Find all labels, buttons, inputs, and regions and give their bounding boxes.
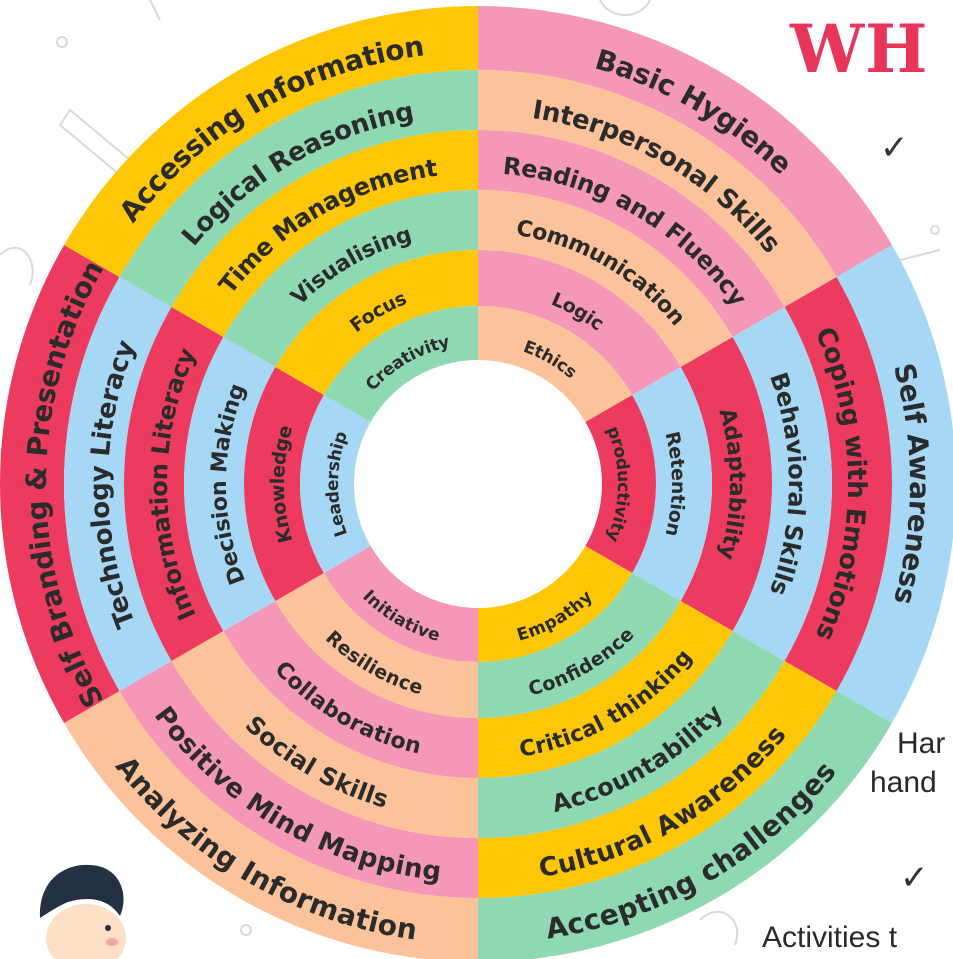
wheel-band-initiative bbox=[323, 546, 478, 662]
boy-face bbox=[46, 904, 126, 959]
wheel-band-accountability bbox=[478, 631, 785, 838]
wheel-band-focus bbox=[275, 250, 478, 395]
wheel-band-productivity bbox=[585, 395, 656, 573]
wheel-band-logic bbox=[478, 250, 681, 395]
right-text-line-2: hand bbox=[870, 766, 937, 799]
wheel-band-critical-thinking bbox=[478, 601, 733, 778]
wheel-band-behavioral-skills bbox=[732, 307, 832, 661]
wheel-band-interpersonal-skills bbox=[478, 70, 837, 307]
heading-partial: WH bbox=[790, 10, 929, 88]
wheel-band-ethics bbox=[478, 306, 633, 422]
wheel-band-logical-reasoning bbox=[119, 70, 478, 307]
boy-eye bbox=[105, 925, 111, 931]
wheel-band-visualising bbox=[223, 189, 478, 367]
wheel-band-knowledge bbox=[244, 367, 324, 601]
wheel-band-collaboration bbox=[223, 601, 478, 778]
wheel-band-basic-hygiene bbox=[478, 6, 892, 277]
wheel-band-information-literacy bbox=[123, 307, 224, 661]
wheel-band-decision-making bbox=[184, 337, 276, 631]
wheel-band-time-management bbox=[171, 129, 478, 337]
wheel-band-adaptability bbox=[680, 337, 772, 631]
wheel-band-empathy bbox=[478, 546, 633, 662]
wheel-band-technology-literacy bbox=[64, 277, 172, 691]
boy-cheek bbox=[106, 938, 118, 946]
wheel-band-coping-with-emotions bbox=[784, 277, 892, 691]
wheel-band-accessing-information bbox=[64, 6, 478, 277]
right-text-line-3: Activities t bbox=[762, 921, 898, 954]
wheel-band-reading-and-fluency bbox=[478, 130, 785, 337]
wheel-band-retention bbox=[632, 367, 712, 601]
wheel-band-accepting-challenges bbox=[478, 691, 892, 959]
wheel-band-analyzing-information bbox=[64, 691, 478, 959]
boy-illustration bbox=[39, 864, 126, 959]
wheel-band-cultural-awareness bbox=[478, 661, 837, 898]
wheel-band-confidence bbox=[478, 573, 681, 718]
boy-hair bbox=[39, 864, 124, 918]
wheel-band-communication bbox=[478, 190, 733, 367]
wheel-band-self-awareness bbox=[836, 245, 953, 723]
wheel-band-resilience bbox=[275, 573, 478, 718]
check-icon-top: ✓ bbox=[880, 128, 909, 168]
wheel-band-creativity bbox=[323, 306, 478, 422]
wheel-band-positive-mind-mapping bbox=[119, 661, 478, 898]
wheel-band-self-branding-presentation bbox=[0, 245, 120, 723]
check-icon-bottom: ✓ bbox=[900, 858, 929, 898]
wheel-band-social-skills bbox=[171, 631, 478, 838]
right-text-line-1: Har bbox=[897, 727, 946, 760]
wheel-band-leadership bbox=[300, 395, 371, 573]
